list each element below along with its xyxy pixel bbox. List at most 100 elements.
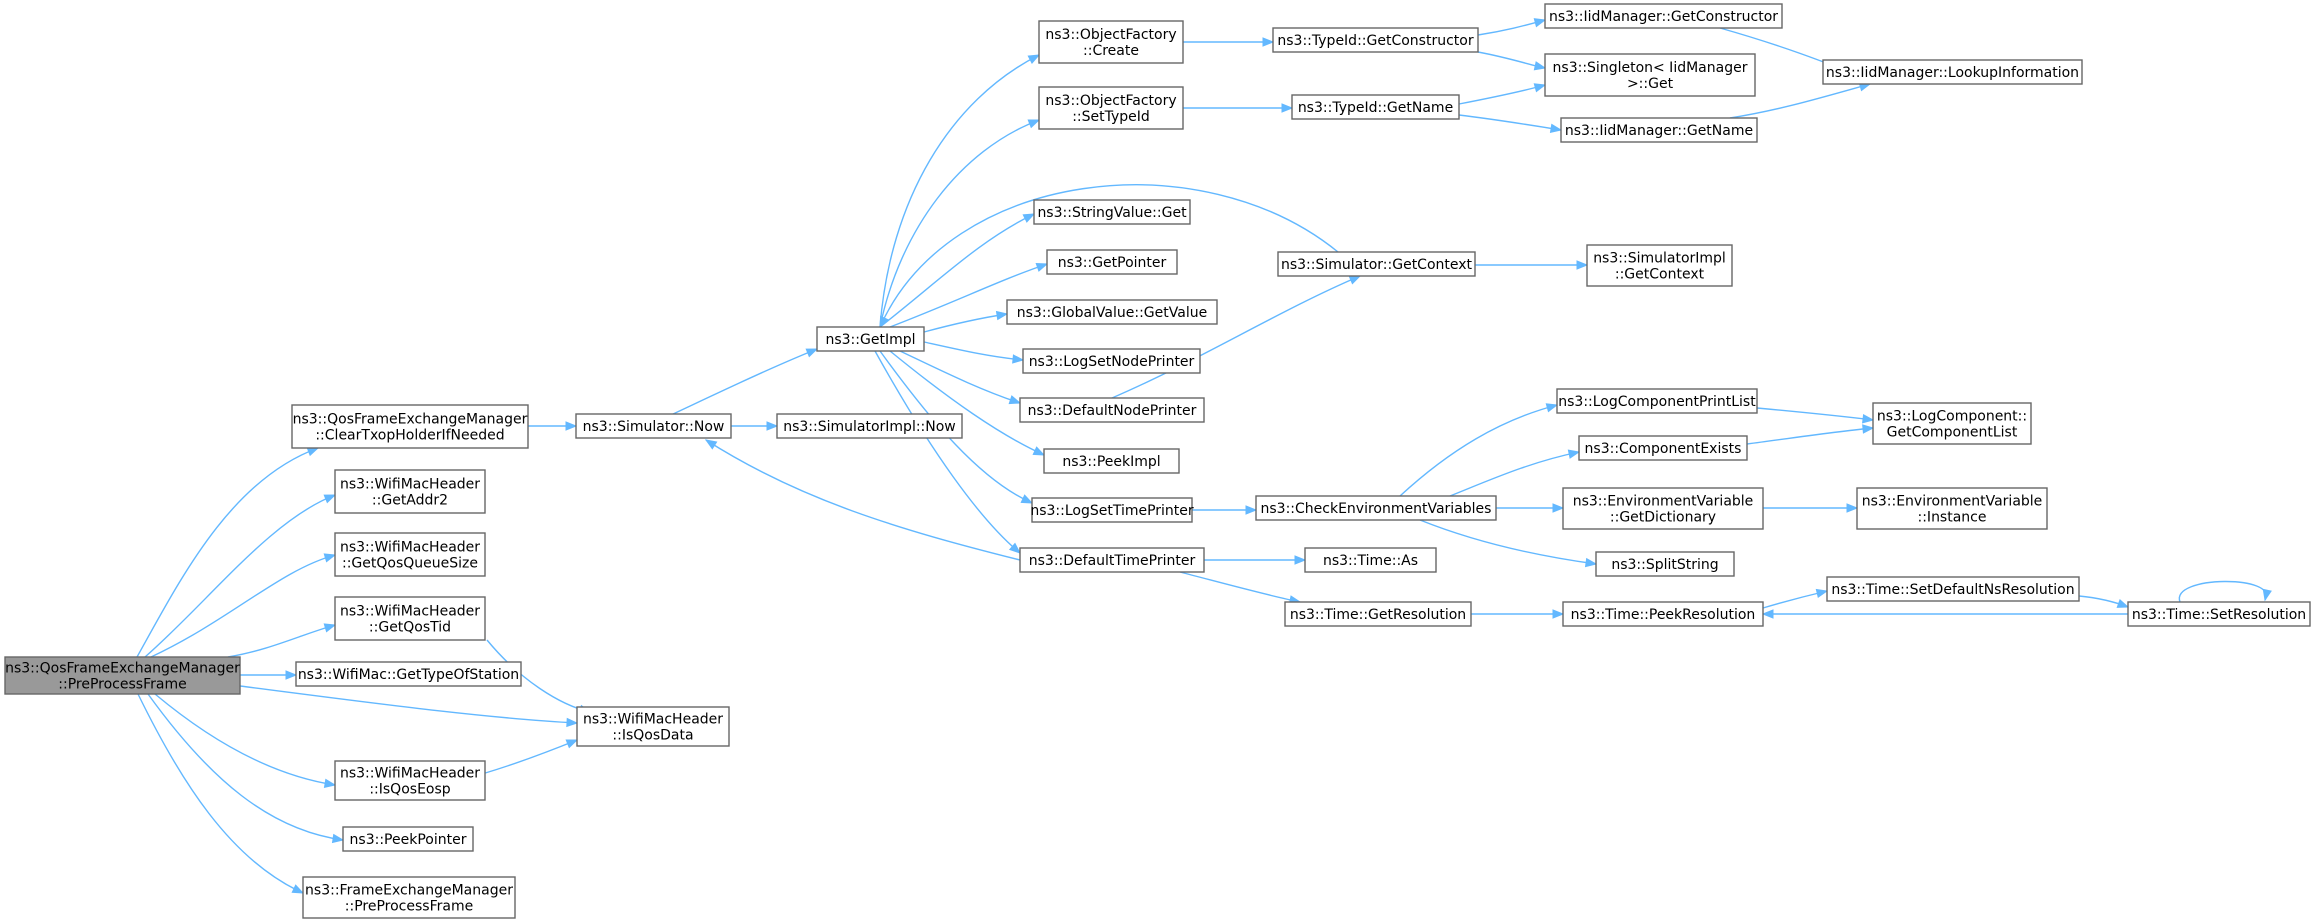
function-node[interactable]: ns3::LogComponentPrintList — [1556, 388, 1758, 414]
function-node[interactable]: ns3::WifiMac::GetTypeOfStation — [295, 661, 522, 687]
function-node[interactable]: ns3::PeekImpl — [1043, 448, 1180, 474]
call-edge — [1756, 407, 1875, 424]
function-node[interactable]: ns3::ObjectFactory::Create — [1038, 20, 1184, 64]
node-box — [1019, 397, 1205, 423]
arrowhead-icon — [1035, 262, 1049, 272]
edge-line — [1458, 84, 1546, 105]
call-edge — [899, 350, 1022, 405]
call-edge — [136, 447, 320, 658]
function-node[interactable]: ns3::PeekPointer — [342, 826, 474, 852]
function-node[interactable]: ns3::LogSetTimePrinter — [1030, 497, 1194, 523]
edge-line — [239, 685, 578, 724]
function-node[interactable]: ns3::LogSetNodePrinter — [1022, 348, 1201, 374]
call-edge — [1729, 82, 1872, 119]
call-edge — [1458, 114, 1563, 134]
function-node[interactable]: ns3::WifiMacHeader::GetQosTid — [334, 596, 486, 641]
arrowhead-icon — [323, 494, 337, 504]
function-node[interactable]: ns3::WifiMacHeader::GetQosQueueSize — [334, 532, 486, 577]
edge-line — [136, 447, 319, 658]
function-node[interactable]: ns3::Time::GetResolution — [1284, 601, 1472, 627]
node-label: ::Instance — [1918, 510, 1987, 526]
call-edge — [1419, 519, 1598, 568]
function-node[interactable]: ns3::SimulatorImpl::GetContext — [1586, 244, 1733, 287]
node-box — [1277, 251, 1476, 277]
edge-line — [227, 624, 336, 658]
node-box — [1578, 435, 1748, 461]
function-node[interactable]: ns3::SimulatorImpl::Now — [776, 413, 963, 439]
arrowhead-icon — [1815, 588, 1829, 599]
function-node[interactable]: ns3::Time::PeekResolution — [1562, 601, 1764, 627]
node-label: ns3::IidManager::GetConstructor — [1549, 9, 1778, 25]
function-node[interactable]: ns3::Time::As — [1304, 547, 1437, 573]
arrowhead-icon — [1012, 354, 1025, 364]
call-edge — [1471, 609, 1565, 619]
function-node[interactable]: ns3::TypeId::GetConstructor — [1272, 27, 1479, 53]
function-node[interactable]: ns3::WifiMacHeader::IsQosData — [576, 706, 730, 747]
function-node[interactable]: ns3::LogComponent::GetComponentList — [1872, 402, 2032, 445]
function-node[interactable]: ns3::DefaultNodePrinter — [1019, 397, 1205, 423]
function-node[interactable]: ns3::SplitString — [1595, 551, 1735, 577]
arrowhead-icon — [1245, 505, 1258, 515]
node-box — [1284, 601, 1472, 627]
arrowhead-icon — [1552, 609, 1565, 619]
arrowhead-icon — [766, 421, 779, 431]
call-edge — [137, 693, 305, 894]
function-node[interactable]: ns3::WifiMacHeader::IsQosEosp — [334, 760, 486, 801]
function-node[interactable]: ns3::FrameExchangeManager::PreProcessFra… — [302, 876, 516, 919]
call-edge — [1496, 503, 1565, 513]
edge-line — [1399, 404, 1558, 497]
node-label: ns3::LogComponent:: — [1877, 409, 2027, 425]
node-box — [1562, 601, 1764, 627]
function-node[interactable]: ns3::Simulator::Now — [575, 413, 732, 439]
function-node[interactable]: ns3::EnvironmentVariable::Instance — [1856, 487, 2048, 530]
function-node[interactable]: ns3::EnvironmentVariable::GetDictionary — [1562, 487, 1764, 530]
edge-line — [923, 341, 1024, 361]
node-label: ns3::EnvironmentVariable — [1862, 494, 2043, 510]
arrowhead-icon — [565, 739, 579, 749]
node-label: ns3::StringValue::Get — [1037, 205, 1187, 221]
function-node[interactable]: ns3::GetImpl — [816, 326, 925, 352]
call-edge — [1399, 403, 1559, 497]
function-node[interactable]: ns3::WifiMacHeader::GetAddr2 — [334, 469, 486, 514]
function-node[interactable]: ns3::IidManager::GetConstructor — [1544, 3, 1783, 29]
call-edge — [240, 670, 298, 680]
arrowhead-icon — [1294, 555, 1307, 565]
node-label: ::GetQosTid — [369, 620, 451, 636]
arrowhead-icon — [1576, 260, 1589, 270]
function-node[interactable]: ns3::ComponentExists — [1578, 435, 1748, 461]
edge-line — [147, 693, 344, 841]
function-node[interactable]: ns3::DefaultTimePrinter — [1019, 547, 1205, 573]
edge-line — [705, 439, 1021, 561]
edge-line — [1458, 114, 1562, 131]
node-label: ns3::ObjectFactory — [1045, 93, 1176, 109]
call-edge — [1477, 18, 1547, 36]
function-node[interactable]: ns3::Simulator::GetContext — [1277, 251, 1476, 277]
node-label: ns3::Time::SetResolution — [2132, 607, 2306, 623]
edge-line — [879, 184, 1339, 328]
call-edge — [1761, 609, 2128, 619]
function-node[interactable]: ns3::Singleton< IidManager >::Get — [1544, 53, 1756, 97]
node-box — [1562, 487, 1764, 530]
arrowhead-icon — [1862, 414, 1875, 424]
function-node[interactable]: ns3::IidManager::GetName — [1560, 117, 1758, 143]
function-node[interactable]: ns3::GlobalValue::GetValue — [1006, 299, 1218, 325]
root-function-node[interactable]: ns3::QosFrameExchangeManager::PreProcess… — [4, 656, 241, 695]
function-node[interactable]: ns3::IidManager::LookupInformation — [1822, 59, 2083, 85]
function-node[interactable]: ns3::ObjectFactory::SetTypeId — [1038, 86, 1184, 130]
node-box — [1006, 299, 1218, 325]
function-node[interactable]: ns3::Time::SetDefaultNsResolution — [1826, 576, 2080, 602]
node-box — [1826, 576, 2080, 602]
node-box — [776, 413, 963, 439]
function-node[interactable]: ns3::Time::SetResolution — [2127, 601, 2311, 627]
arrowhead-icon — [805, 348, 819, 358]
function-node[interactable]: ns3::GetPointer — [1046, 249, 1178, 275]
arrowhead-icon — [1533, 83, 1547, 93]
edge-line — [879, 213, 1035, 328]
function-node[interactable]: ns3::CheckEnvironmentVariables — [1255, 495, 1497, 521]
function-node[interactable]: ns3::StringValue::Get — [1033, 199, 1191, 225]
call-edge — [879, 54, 1041, 328]
function-node[interactable]: ns3::QosFrameExchangeManager::ClearTxopH… — [291, 404, 529, 449]
function-node[interactable]: ns3::TypeId::GetName — [1291, 94, 1460, 120]
node-box — [334, 532, 486, 577]
